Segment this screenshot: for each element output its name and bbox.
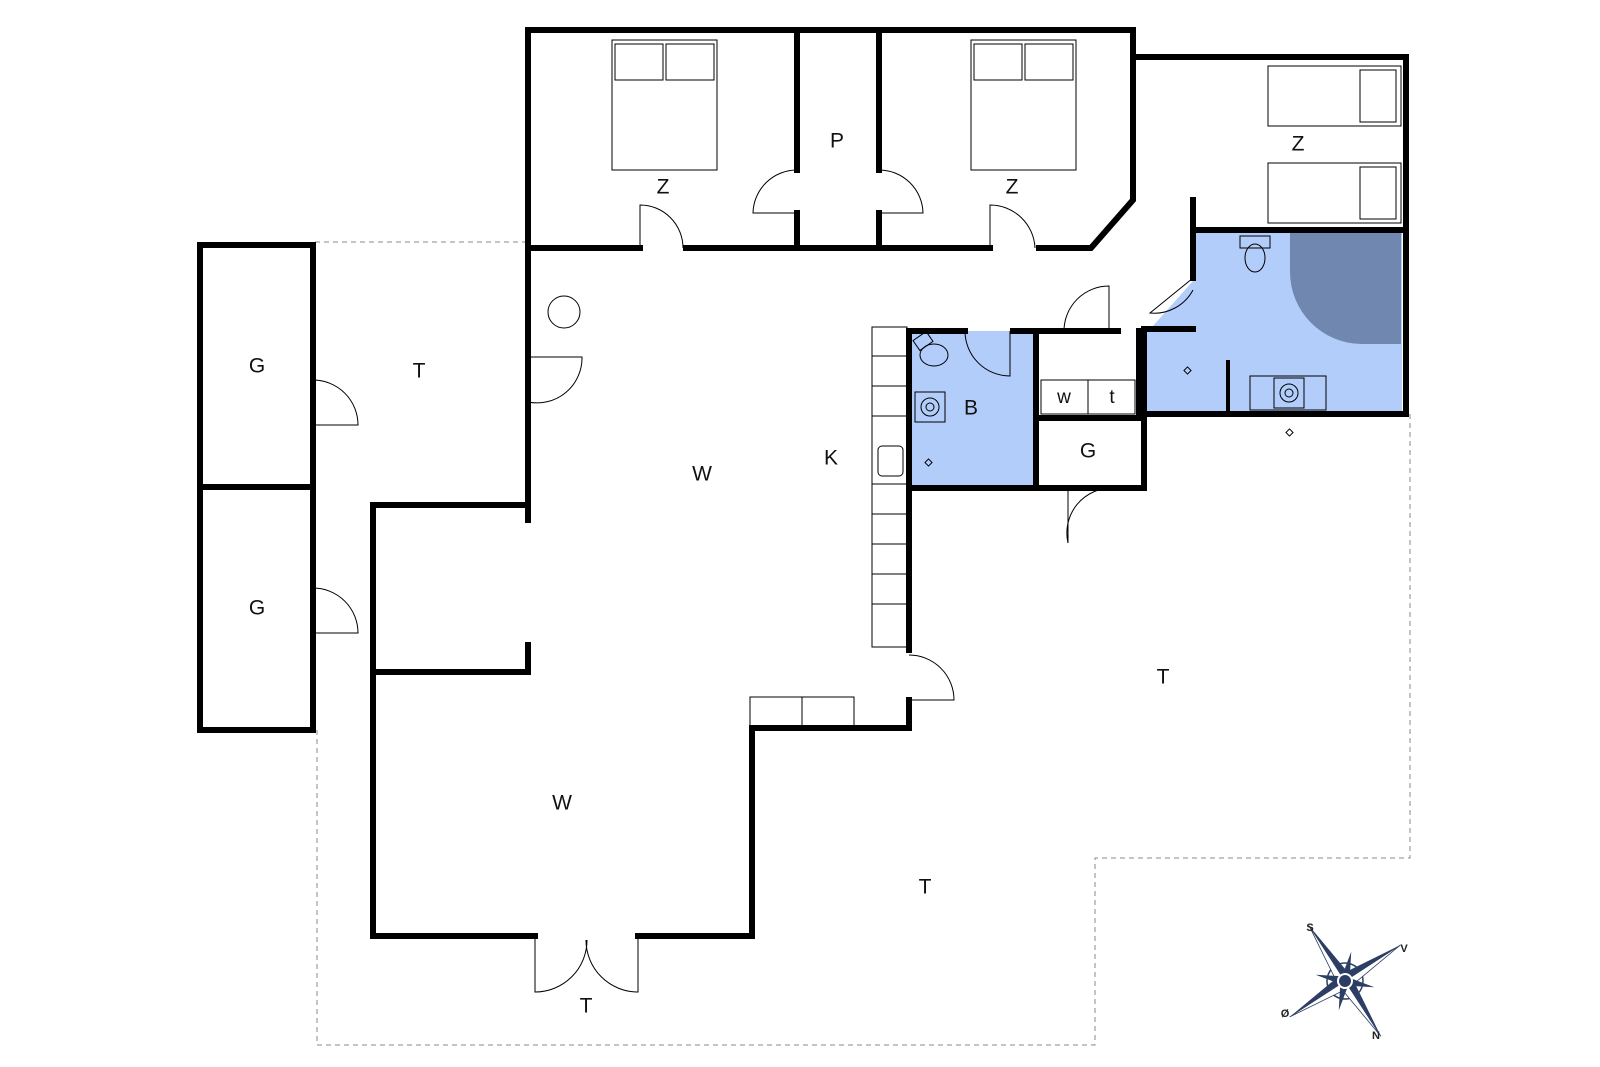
compass-label-west: V — [1400, 943, 1408, 955]
pillow — [665, 43, 715, 81]
single-bed — [1267, 162, 1402, 224]
main-house-wall — [370, 502, 538, 939]
kitchen-counter — [871, 326, 908, 648]
compass-label-south: S — [1306, 922, 1313, 934]
terrace-outlines — [315, 241, 1411, 1046]
single-bed — [1267, 65, 1402, 127]
compass-rose — [1289, 925, 1401, 1037]
door-swing — [1066, 487, 1114, 544]
wet-rooms — [909, 230, 1402, 486]
door-swing — [585, 936, 639, 993]
pillow — [1359, 69, 1397, 123]
room-label-bathroom: B — [964, 397, 978, 420]
room-labels: G G T Z P Z Z W K B w t G W T T T — [249, 130, 1305, 1018]
toilet-icon — [1239, 235, 1271, 273]
room-label-kitchen: K — [824, 447, 838, 470]
bedroom-3-wall — [1065, 54, 1409, 491]
door-swing — [908, 654, 955, 701]
bedroom-wing-wall — [525, 27, 1136, 523]
pillow — [973, 43, 1023, 81]
door-swing — [1148, 277, 1194, 314]
shower-area — [1290, 231, 1401, 344]
living-divider-wall — [370, 642, 531, 675]
room-label-terrace: T — [413, 360, 426, 383]
room-label-passage: P — [830, 130, 844, 153]
door-swing — [964, 330, 1011, 377]
door-swing — [312, 379, 359, 426]
room-label-storage: G — [249, 355, 265, 378]
basin-icon — [914, 391, 946, 423]
basin-icon — [1249, 375, 1327, 411]
room-label-living: W — [692, 463, 712, 486]
drain-icon — [1183, 366, 1192, 375]
room-label-bedroom: Z — [1006, 176, 1019, 199]
pillow — [1359, 166, 1397, 220]
room-label-storage: G — [249, 597, 265, 620]
door-swing — [989, 204, 1036, 249]
stove-icon — [547, 295, 581, 329]
room-label-living: W — [552, 792, 572, 815]
toilet-icon — [912, 330, 949, 367]
double-bed — [611, 39, 718, 171]
pillow — [1024, 43, 1074, 81]
room-label-utility-t: t — [1109, 387, 1115, 408]
doors — [312, 169, 1194, 993]
pillow — [614, 43, 664, 81]
room-label-terrace: T — [1157, 666, 1170, 689]
double-bed — [970, 39, 1077, 171]
drain-icon — [924, 458, 933, 467]
walls — [197, 27, 1409, 939]
room-label-terrace: T — [919, 876, 932, 899]
room-label-utility-w: w — [1056, 387, 1071, 408]
main-house-wall — [749, 697, 912, 939]
door-swing — [312, 587, 359, 634]
room-label-bedroom: Z — [1292, 133, 1305, 156]
furniture — [547, 39, 1402, 727]
door-swing — [752, 169, 798, 214]
door-swing — [527, 356, 583, 404]
room-label-storage: G — [1080, 440, 1096, 463]
door-swing — [1063, 285, 1110, 332]
door-swing — [639, 204, 684, 249]
compass-label-east: Ø — [1281, 1008, 1290, 1020]
door-swing — [878, 169, 924, 214]
drain-icon — [1285, 428, 1294, 437]
compass-label-north: N — [1372, 1030, 1380, 1042]
door-swing — [534, 936, 588, 993]
room-label-terrace: T — [580, 995, 593, 1018]
kitchen-sink — [877, 445, 904, 477]
room-label-bedroom: Z — [657, 176, 670, 199]
